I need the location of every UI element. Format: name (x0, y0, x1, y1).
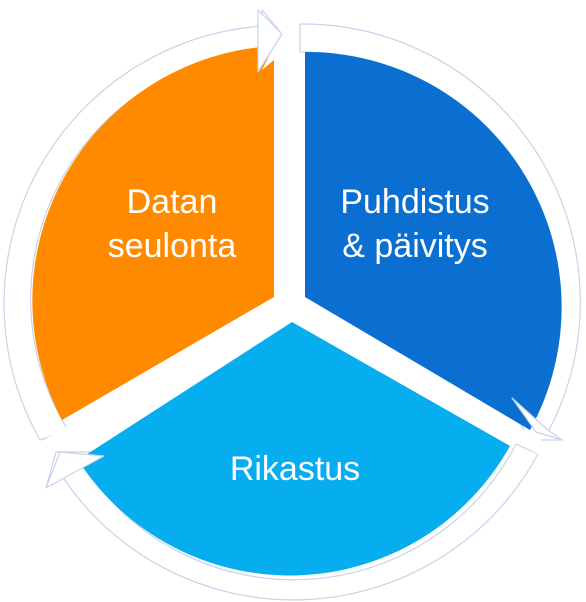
separator-left (36, 303, 294, 457)
segment-enrichment (78, 322, 510, 576)
separator-right (286, 303, 549, 457)
segment-screening (32, 46, 274, 420)
arrow-head-left-icon (45, 451, 105, 489)
segment-separators (36, 30, 549, 457)
arrow-head-right-icon (511, 397, 563, 441)
ring-arc-left (3, 9, 283, 441)
arrow-head-top-icon (257, 9, 283, 73)
segment-cleaning (305, 51, 562, 430)
ring-arc-bottom (45, 443, 539, 601)
